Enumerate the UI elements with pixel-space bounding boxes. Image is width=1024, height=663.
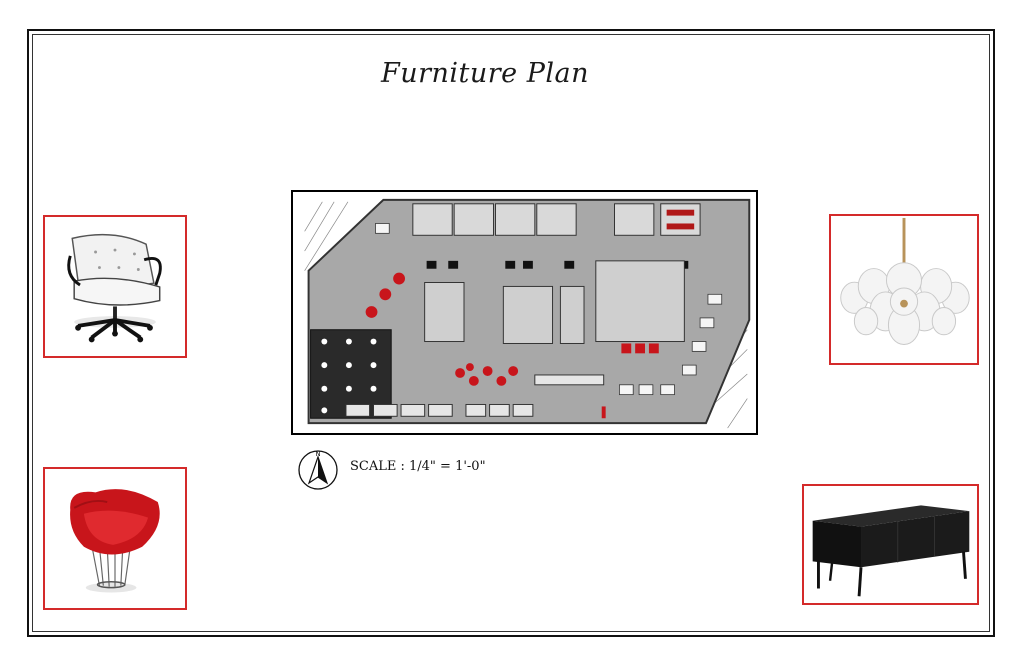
office-chair-icon [67,233,162,343]
north-label: N [315,450,320,458]
office-chair-card[interactable] [43,215,187,358]
sideboard-card[interactable] [802,484,979,605]
outer-border [27,29,995,637]
inner-border [32,34,990,632]
page-title: Furniture Plan [380,58,590,89]
floor-plan-drawing [304,198,751,429]
lounge-chair-icon [70,489,160,593]
sideboard-icon [812,505,970,597]
north-arrow-icon: N [296,447,340,491]
lounge-chair-card[interactable] [43,467,187,610]
chandelier-card[interactable] [829,214,979,365]
chandelier-icon [840,217,970,345]
scale-label: SCALE : 1/4" = 1'-0" [350,459,486,474]
floor-plan[interactable] [291,190,758,435]
